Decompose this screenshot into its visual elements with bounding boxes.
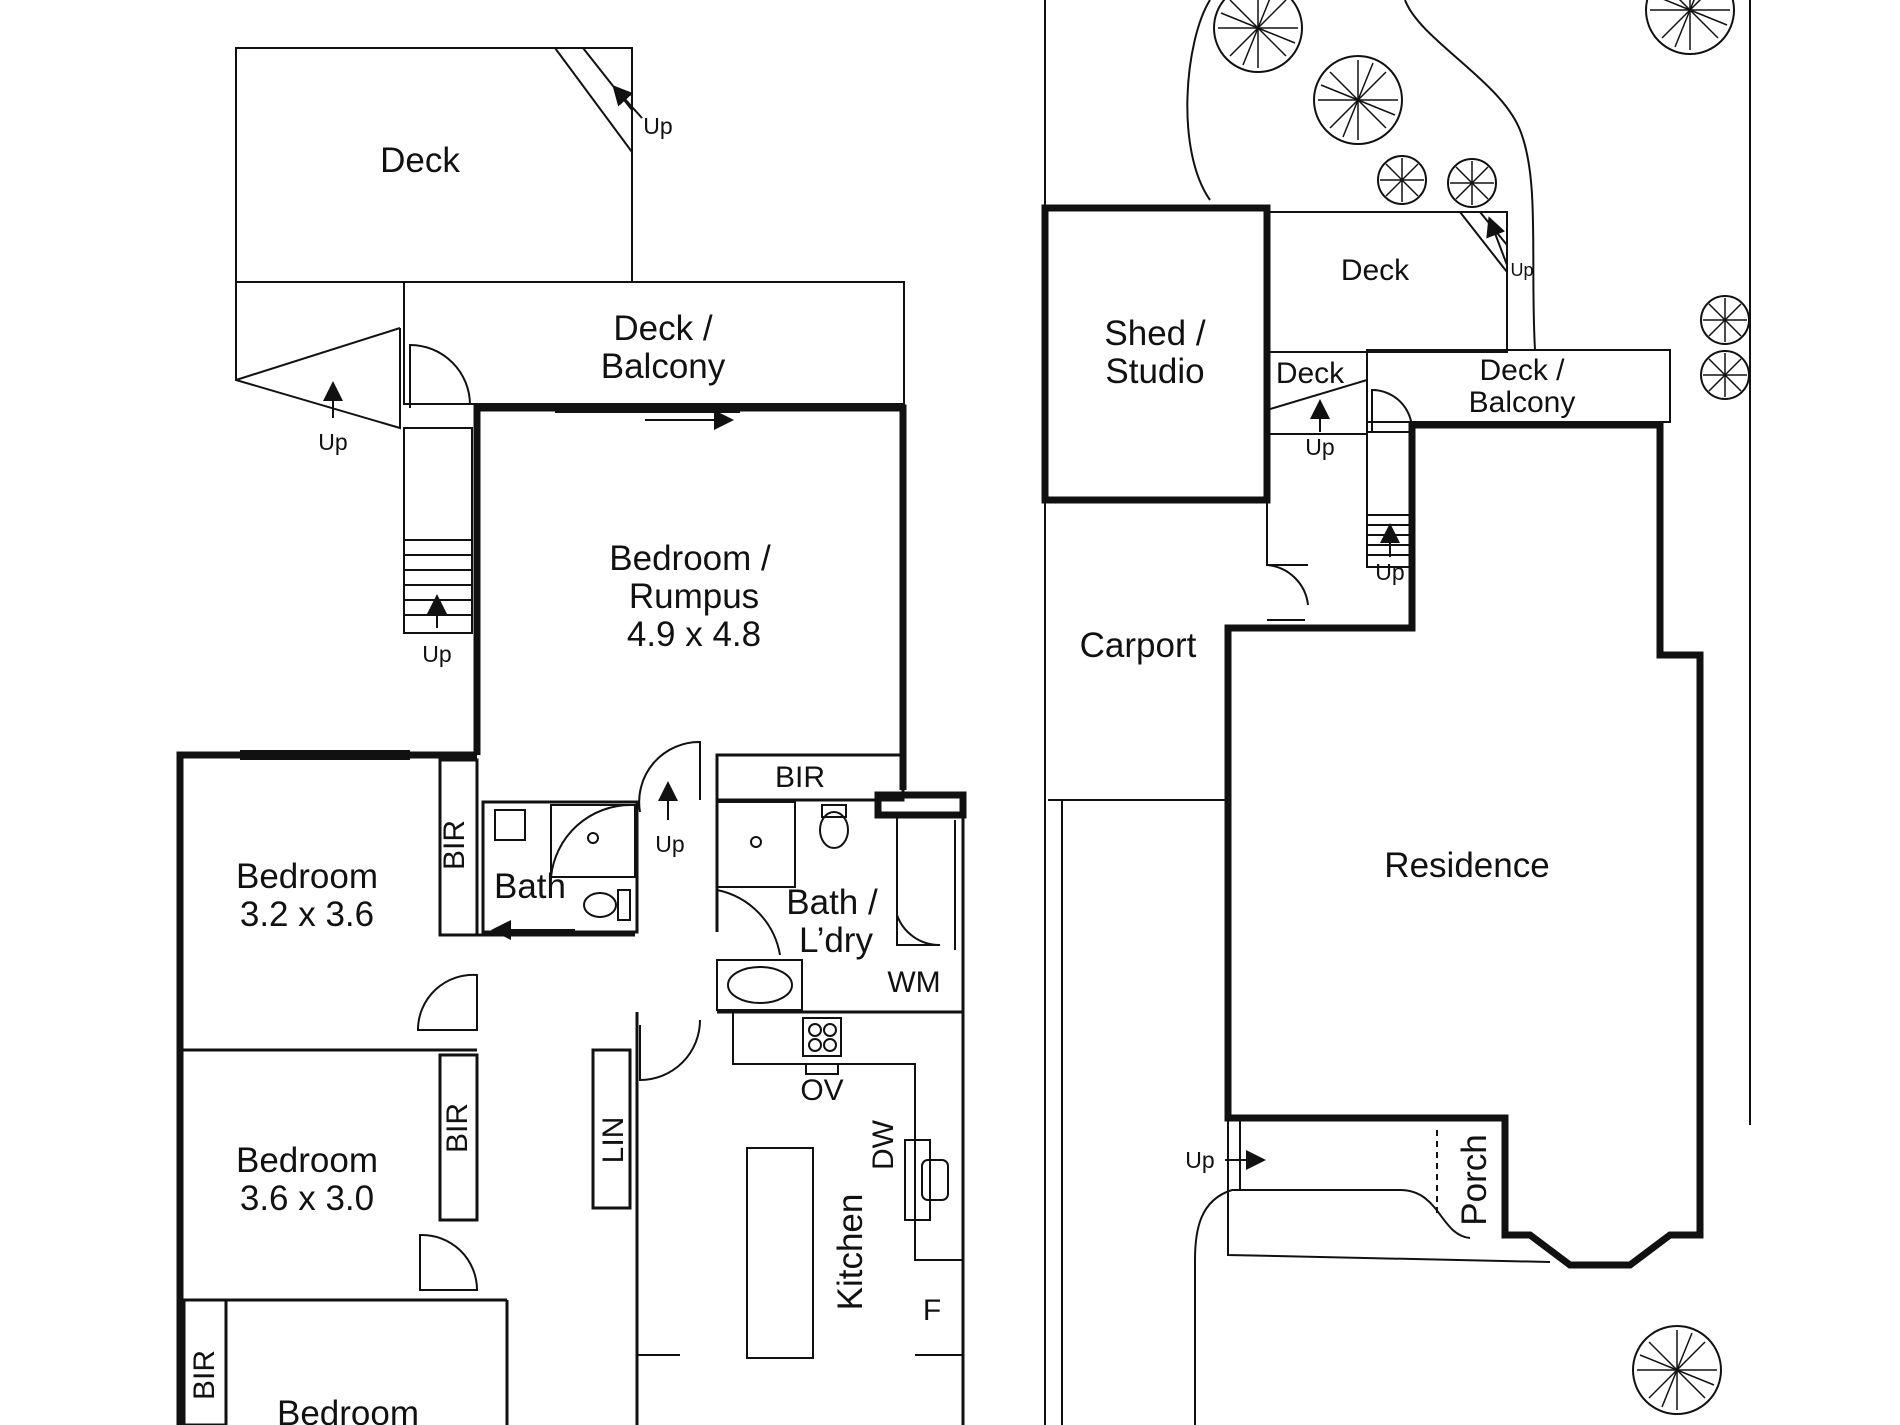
kitchen-island <box>746 1147 814 1359</box>
label-up: Up <box>1510 260 1533 280</box>
shower-icon <box>587 832 599 844</box>
label-up: Up <box>1305 434 1334 460</box>
labels: Deck Deck / Balcony Bedroom / Rumpus 4.9… <box>188 113 1575 1425</box>
label-bir-1: BIR <box>438 820 471 870</box>
left-stairs <box>403 427 473 634</box>
label-bedroom-1-size: 3.2 x 3.6 <box>240 895 374 934</box>
residence-walls <box>1224 421 1704 1269</box>
label-deck-top: Deck <box>1341 254 1410 287</box>
label-bedroom-rumpus-size: 4.9 x 4.8 <box>627 615 761 654</box>
label-shed-1: Shed / <box>1104 314 1205 353</box>
label-dw: DW <box>867 1119 900 1170</box>
label-wm: WM <box>887 966 940 999</box>
label-porch: Porch <box>1455 1134 1494 1225</box>
label-up: Up <box>643 113 672 139</box>
label-deck-small: Deck <box>1276 357 1345 390</box>
label-carport: Carport <box>1080 626 1197 665</box>
label-up: Up <box>1185 1147 1214 1173</box>
label-bir-3: BIR <box>188 1350 221 1400</box>
label-deck-balcony-2: Balcony <box>601 347 726 386</box>
label-ov: OV <box>800 1074 843 1107</box>
right-floor-plan <box>1041 0 1751 1425</box>
cooktop-icon <box>802 1017 842 1057</box>
label-bedroom-1: Bedroom <box>236 857 378 896</box>
label-bedroom-rumpus-2: Rumpus <box>629 577 759 616</box>
label-residence: Residence <box>1384 846 1549 885</box>
tree-icon <box>1213 0 1303 73</box>
label-kitchen: Kitchen <box>831 1194 870 1311</box>
label-bath-ldry-1: Bath / <box>786 883 878 922</box>
label-bedroom-rumpus-1: Bedroom / <box>609 539 771 578</box>
label-bir-2: BIR <box>441 1103 474 1153</box>
label-bedroom-2: Bedroom <box>236 1141 378 1180</box>
toilet-icon <box>583 892 617 918</box>
label-up: Up <box>422 641 451 667</box>
label-bath: Bath <box>494 867 566 906</box>
label-bir-rumpus: BIR <box>775 761 825 794</box>
label-up: Up <box>318 429 347 455</box>
label-bath-ldry-2: L’dry <box>799 921 873 960</box>
bath-room <box>481 800 639 934</box>
label-deck-balcony-1: Deck / <box>613 309 712 348</box>
label-lin: LIN <box>597 1117 630 1164</box>
label-fridge: F <box>923 1294 941 1327</box>
label-up: Up <box>655 831 684 857</box>
label-bedroom-2-size: 3.6 x 3.0 <box>240 1179 374 1218</box>
label-deck-balcony-1: Deck / <box>1479 354 1565 387</box>
label-bedroom-3: Bedroom <box>277 1394 419 1425</box>
bathtub-icon <box>716 959 803 1011</box>
label-up: Up <box>1375 559 1404 585</box>
label-deck-upper: Deck <box>380 141 460 180</box>
left-floor-plan <box>176 47 967 1425</box>
sink-icon <box>921 1159 949 1201</box>
label-shed-2: Studio <box>1105 352 1204 391</box>
label-deck-balcony-2: Balcony <box>1469 386 1576 419</box>
